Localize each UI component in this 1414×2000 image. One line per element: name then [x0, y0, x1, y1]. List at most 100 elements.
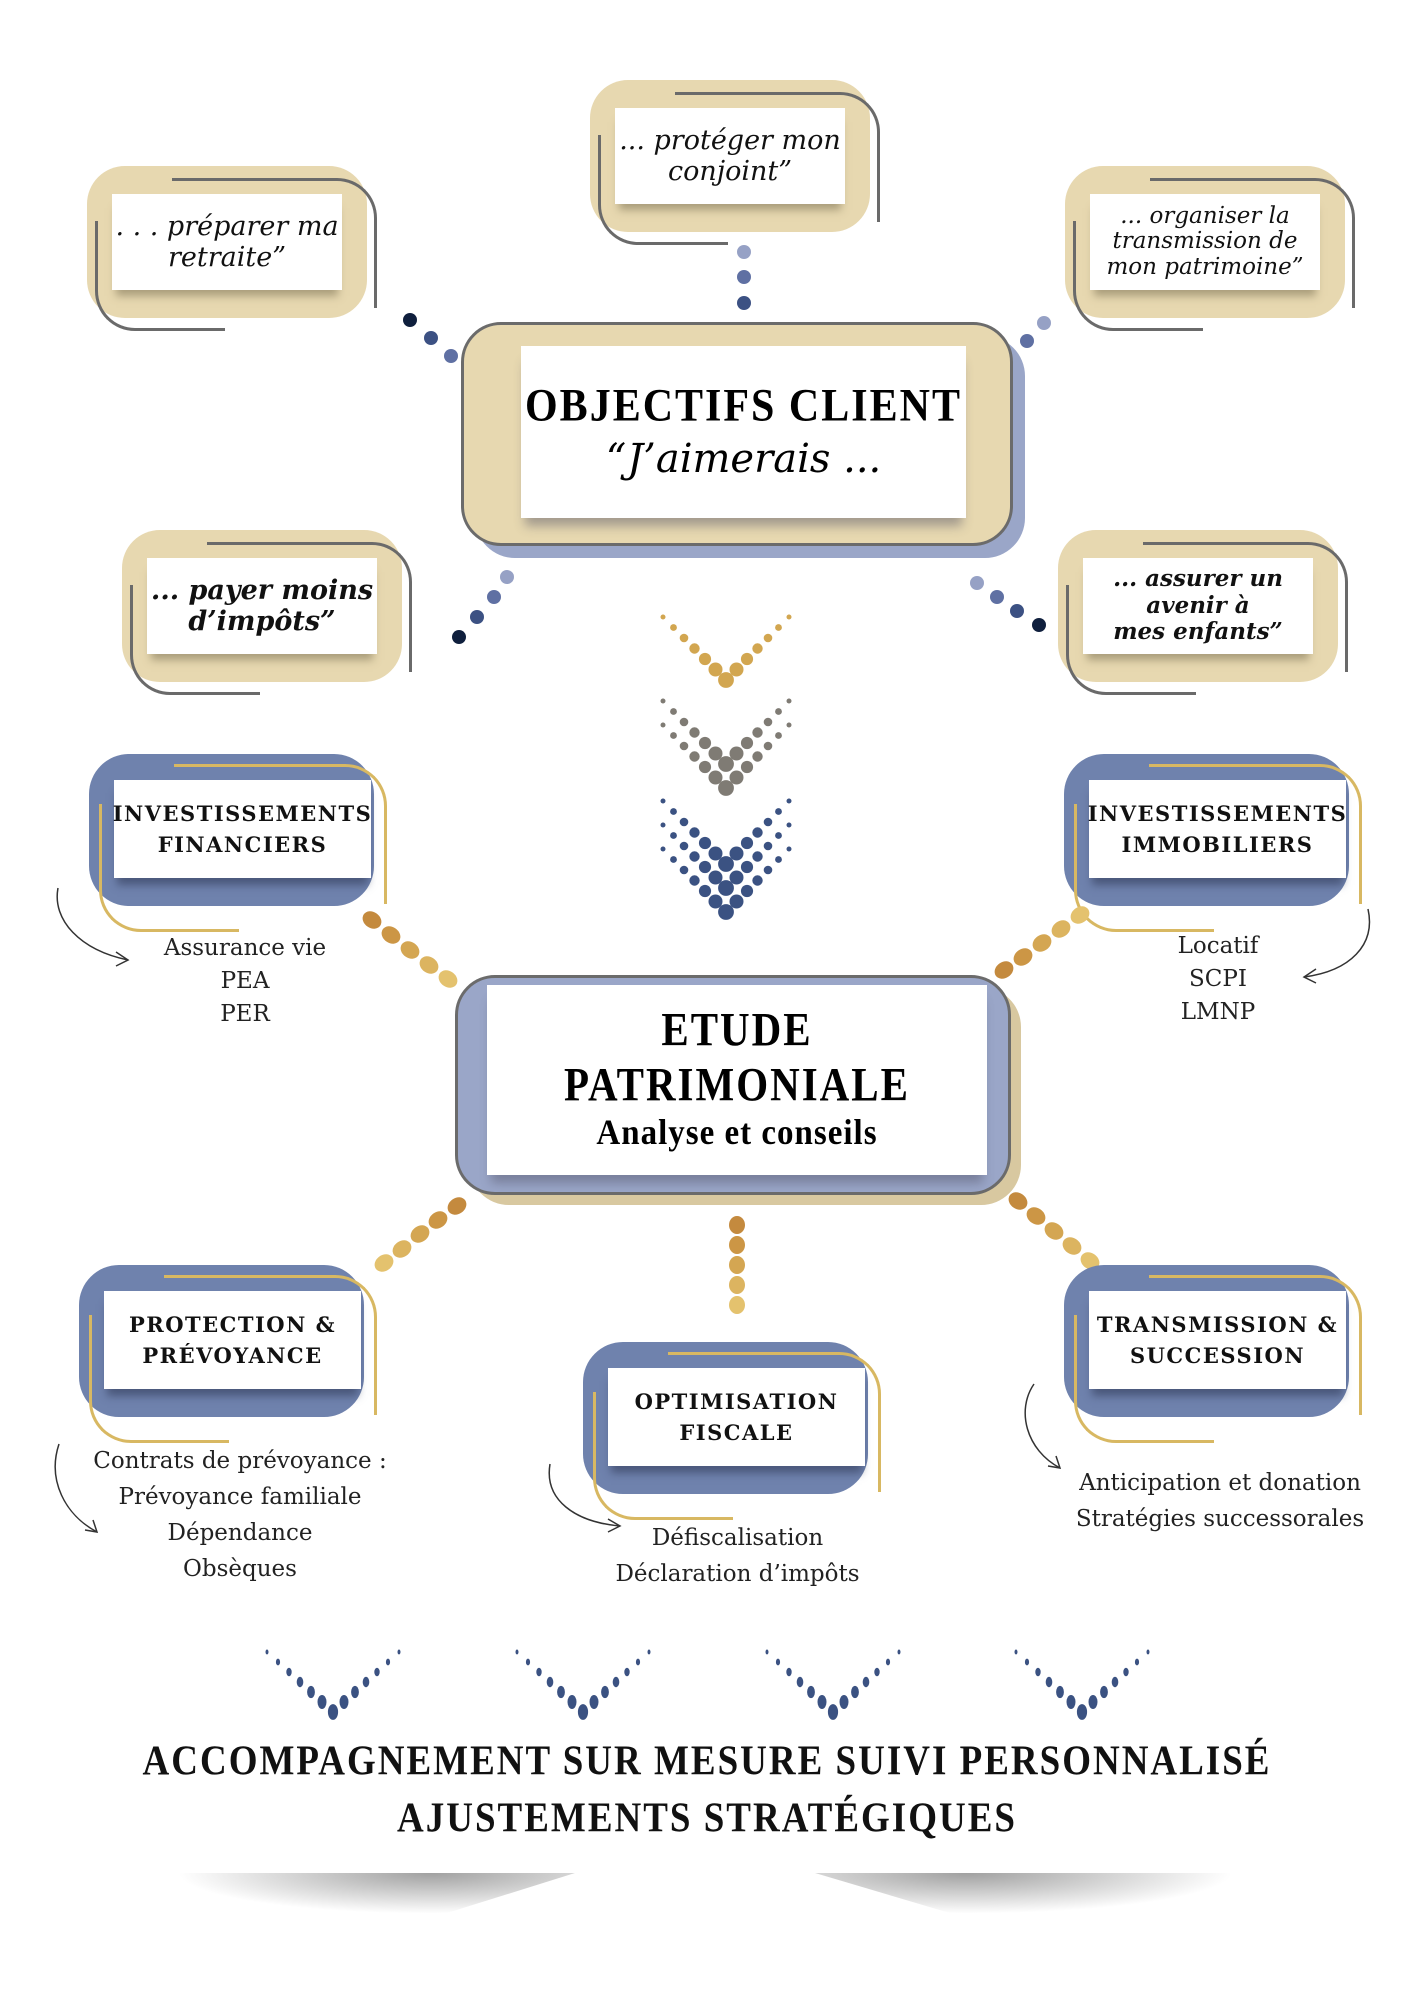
chevron-dot: [775, 624, 782, 631]
curved-arrow-icon: [548, 1463, 622, 1533]
chevron-dot: [1066, 1695, 1076, 1709]
list-item: SCPI: [1189, 966, 1247, 992]
chevron-dot: [689, 827, 700, 838]
chevron-dot: [718, 756, 734, 772]
chevron-dot: [670, 732, 677, 739]
connector-dot: [729, 1236, 745, 1254]
goal-text: ... payer moins d’impôts”: [150, 574, 374, 637]
goal-text: . . . préparer ma retraite”: [115, 210, 339, 273]
chevron-dot: [647, 1649, 651, 1655]
floor-shadow-left: [95, 1873, 575, 1918]
chevron-dot: [796, 1676, 804, 1688]
chevron-dot: [557, 1685, 565, 1699]
chevron-dot: [679, 841, 689, 851]
chevron-dot: [708, 662, 723, 677]
list-item: Défiscalisation: [651, 1525, 824, 1551]
chevron-dot: [775, 1658, 781, 1666]
curved-arrow-icon: [54, 1443, 99, 1533]
chevron-dot: [786, 822, 792, 828]
decor-line: [99, 804, 239, 932]
category-card: OPTIMISATION FISCALE: [608, 1368, 865, 1466]
category-items-financiers: Assurance vie PEA PER: [120, 932, 370, 1031]
chevron-dot: [839, 1695, 849, 1709]
connector-dot: [1032, 618, 1046, 632]
chevron-dot: [624, 1667, 630, 1677]
category-label: PROTECTION & PRÉVOYANCE: [128, 1311, 337, 1369]
footer-chevron: [265, 1649, 401, 1720]
connector-dot: [1037, 316, 1051, 330]
chevron-dot: [577, 1704, 589, 1720]
study-card: ETUDE PATRIMONIALE Analyse et conseils: [487, 985, 987, 1175]
chevron-dot: [718, 904, 734, 920]
connector-dot: [729, 1216, 745, 1234]
chevron-dot: [536, 1667, 542, 1677]
chevron-dot: [752, 827, 763, 838]
chevron-dot: [775, 708, 782, 715]
connector-dot: [1029, 930, 1055, 956]
chevron-dot: [698, 884, 712, 898]
category-card: PROTECTION & PRÉVOYANCE: [104, 1291, 361, 1389]
chevron-dot: [765, 1649, 769, 1655]
list-item: Dépendance: [167, 1520, 313, 1546]
category-box-financiers: INVESTISSEMENTS FINANCIERS: [89, 754, 389, 932]
list-item: PEA: [220, 968, 270, 994]
category-label: INVESTISSEMENTS IMMOBILIERS: [1087, 800, 1348, 858]
connector-dot: [1020, 334, 1034, 348]
list-item: LMNP: [1180, 999, 1256, 1025]
chevron-dot: [689, 751, 700, 762]
category-box-succession: TRANSMISSION & SUCCESSION: [1064, 1265, 1364, 1443]
study-subtitle: Analyse et conseils: [596, 1112, 878, 1153]
chevron-dot: [752, 875, 763, 886]
list-item: Obsèques: [183, 1556, 297, 1582]
chevron-dot: [1134, 1658, 1140, 1666]
connector-dot: [970, 576, 984, 590]
chevron-dot: [698, 836, 712, 850]
chevron-dot: [1076, 1704, 1088, 1720]
connector-dot: [378, 922, 404, 948]
category-card: INVESTISSEMENTS IMMOBILIERS: [1087, 780, 1348, 878]
chevron-dot: [729, 894, 744, 909]
chevron-dot: [729, 846, 744, 861]
list-item: Locatif: [1177, 933, 1259, 959]
curved-arrow-icon: [1302, 908, 1371, 984]
chevron-dot: [786, 798, 792, 804]
chevron-dot: [718, 672, 734, 688]
chevron-dot: [567, 1695, 577, 1709]
chevron-dot: [660, 846, 666, 852]
chevron-dot: [679, 717, 689, 727]
connector-dot: [729, 1256, 745, 1274]
chevron-dot: [763, 865, 773, 875]
chevron-dot: [327, 1704, 339, 1720]
connector-dot: [737, 245, 751, 259]
curved-arrow-icon: [56, 887, 130, 967]
connector-dot: [990, 590, 1004, 604]
chevron-dot: [775, 856, 782, 863]
goal-box-enfants: ... assurer un avenir à mes enfants”: [1058, 530, 1358, 695]
chevron-dot: [786, 722, 792, 728]
chevron-dot: [670, 808, 677, 815]
chevron-dot: [786, 1667, 792, 1677]
floor-shadow-right: [815, 1873, 1320, 1918]
decor-line: [1143, 542, 1348, 672]
decor-line: [207, 542, 412, 672]
chevron-dot: [362, 1676, 370, 1688]
flow-chevron-gray: [660, 698, 792, 796]
category-card: INVESTISSEMENTS FINANCIERS: [113, 780, 371, 878]
connector-dot: [487, 590, 501, 604]
chevron-dot: [763, 817, 773, 827]
category-label: TRANSMISSION & SUCCESSION: [1096, 1311, 1339, 1369]
chevron-dot: [525, 1658, 531, 1666]
study-box: ETUDE PATRIMONIALE Analyse et conseils: [455, 975, 1025, 1207]
chevron-dot: [265, 1649, 269, 1655]
chevron-dot: [1123, 1667, 1129, 1677]
chevron-dot: [708, 894, 723, 909]
footer-chevron: [515, 1649, 651, 1720]
chevron-dot: [729, 770, 744, 785]
decor-line: [1149, 764, 1362, 904]
chevron-dot: [385, 1658, 391, 1666]
chevron-dot: [786, 698, 792, 704]
footer-line-1: ACCOMPAGNEMENT SUR MESURE SUIVI PERSONNA…: [142, 1737, 1272, 1786]
chevron-dot: [775, 832, 782, 839]
decor-line: [164, 1275, 377, 1415]
chevron-dot: [740, 884, 754, 898]
